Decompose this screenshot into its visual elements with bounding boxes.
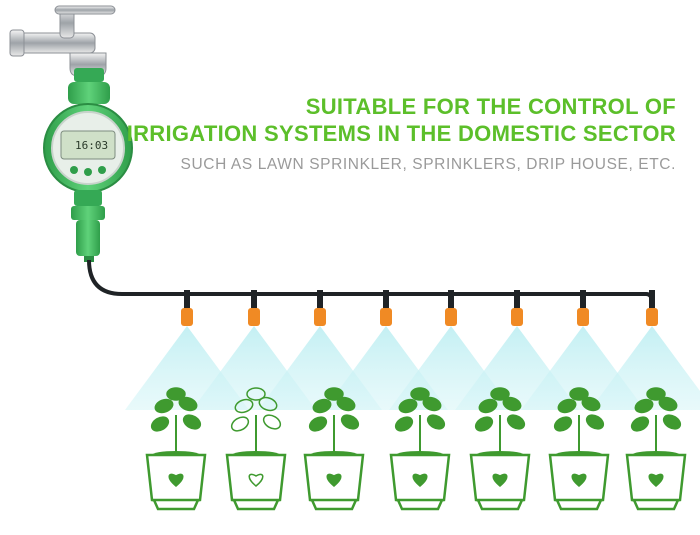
heart-icon [492,473,508,487]
timer-icon [43,68,133,262]
mist-spray-8 [590,326,700,410]
headline-line-1: SUITABLE FOR THE CONTROL OF [305,94,676,119]
headline-line-2: IRRIGATION SYSTEMS IN THE DOMESTIC SECTO… [126,121,676,146]
heart-icon [248,473,264,487]
plant-pot-icon [303,387,365,511]
plant-pot-icon [225,387,287,511]
faucet-icon [9,5,116,77]
drip-nozzle-icon [181,290,193,326]
drip-nozzle-icon [248,290,260,326]
plant-pot-icon [389,387,451,511]
heart-icon [168,473,184,487]
drip-nozzle-icon [380,290,392,326]
headline-subline: SUCH AS LAWN SPRINKLER, SPRINKLERS, DRIP… [180,156,676,173]
timer-display-time: 16:03 [75,139,109,152]
heart-icon [571,473,587,487]
plant-pots [145,387,687,511]
heart-icon [648,473,664,487]
heart-icon [326,473,342,487]
drip-nozzle-icon [577,290,589,326]
drip-nozzle-icon [511,290,523,326]
plant-pot-icon [145,387,207,511]
plant-pot-icon [548,387,610,511]
supply-hose [87,259,654,314]
drip-nozzles [181,290,658,326]
plant-pot-icon [469,387,531,511]
plant-pot-icon [625,387,687,511]
drip-nozzle-icon [314,290,326,326]
drip-nozzle-icon [445,290,457,326]
drip-nozzle-icon [646,290,658,326]
mist-sprays [125,326,700,410]
heart-icon [412,473,428,487]
